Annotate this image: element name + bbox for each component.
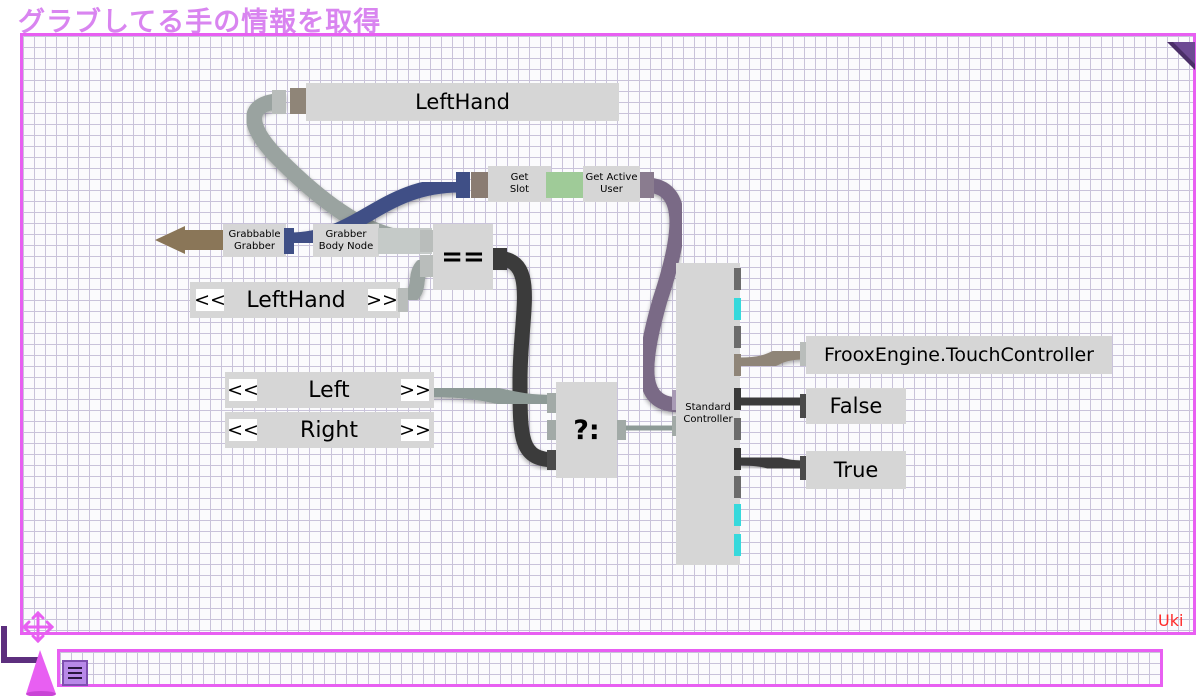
wire-controller-to-true [739, 450, 806, 476]
get-slot-input[interactable] [456, 172, 470, 198]
right-prev-button[interactable]: << [227, 419, 259, 441]
lefthand-top-output[interactable] [290, 88, 306, 114]
corner-triangle-icon[interactable] [1165, 40, 1195, 70]
grabber-body-node[interactable]: Grabber Body Node [313, 224, 379, 257]
touch-controller-input[interactable] [800, 342, 808, 366]
lefthand-prev-button[interactable]: << [194, 289, 226, 311]
controller-output-3[interactable] [734, 326, 741, 348]
equals-node[interactable]: == [433, 224, 493, 290]
left-next-button[interactable]: >> [399, 379, 431, 401]
right-enum-field[interactable] [225, 412, 434, 448]
true-value-node[interactable]: True [806, 451, 906, 489]
get-active-user-node[interactable]: Get Active User [583, 166, 640, 202]
true-node-input[interactable] [800, 456, 808, 480]
conditional-input-false[interactable] [547, 420, 556, 440]
left-enum-field[interactable] [225, 372, 434, 408]
conditional-input-condition[interactable] [547, 450, 556, 470]
controller-output-true[interactable] [734, 448, 741, 470]
equals-input-b[interactable] [420, 255, 433, 277]
conditional-node[interactable]: ?: [556, 382, 617, 478]
equals-input-a[interactable] [420, 230, 433, 252]
wire-controller-to-type [739, 344, 806, 373]
grabbable-grabber-node[interactable]: Grabbable Grabber [223, 224, 286, 257]
controller-output-2[interactable] [734, 298, 741, 320]
wire-user-to-controller [639, 177, 685, 413]
wire-controller-to-false [739, 390, 806, 413]
grabber-output-arrow [155, 226, 185, 254]
lefthand-next-button[interactable]: >> [366, 289, 398, 311]
left-prev-button[interactable]: << [227, 379, 259, 401]
grabbable-grabber-output[interactable] [284, 228, 294, 254]
move-arrows-icon[interactable] [22, 611, 54, 643]
lefthand-top-node[interactable]: LeftHand [306, 83, 619, 121]
right-enum-value: Right [300, 417, 358, 443]
controller-output-10[interactable] [734, 534, 741, 556]
right-next-button[interactable]: >> [399, 419, 431, 441]
lefthand-enum-value: LeftHand [246, 287, 346, 313]
conditional-output[interactable] [617, 420, 626, 440]
menu-button[interactable] [62, 660, 88, 686]
false-value-node[interactable]: False [806, 388, 906, 424]
owner-label: Uki [1158, 611, 1184, 630]
wire-lefthand-to-bodynode [246, 93, 402, 246]
lefthand-top-connector[interactable] [272, 90, 286, 114]
controller-output-8[interactable] [734, 476, 741, 498]
controller-output-6[interactable] [734, 418, 741, 440]
lefthand-enum-field[interactable] [190, 282, 400, 318]
lefthand-enum-output[interactable] [398, 288, 408, 312]
conditional-input-true[interactable] [547, 393, 556, 413]
touch-controller-node[interactable]: FrooxEngine.TouchController [806, 336, 1112, 374]
wire-left-to-conditional [429, 381, 557, 411]
get-active-user-output[interactable] [640, 172, 654, 198]
menu-icon [68, 667, 82, 679]
controller-output-1[interactable] [734, 268, 741, 290]
get-slot-output-left[interactable] [471, 172, 488, 198]
wire-equals-to-conditional [494, 250, 557, 468]
bottom-toolbar[interactable] [57, 649, 1163, 687]
standard-controller-node[interactable]: Standard Controller [676, 263, 740, 565]
equals-output[interactable] [493, 248, 507, 270]
get-slot-node[interactable]: Get Slot [488, 166, 551, 202]
false-node-input[interactable] [800, 394, 808, 418]
get-slot-to-user-connector[interactable] [546, 172, 584, 198]
left-enum-value: Left [308, 377, 350, 403]
corner-bracket-icon [1, 626, 40, 663]
controller-output-type[interactable] [734, 354, 741, 376]
logix-canvas[interactable] [20, 33, 1196, 635]
controller-output-9[interactable] [734, 504, 741, 526]
cone-icon [26, 650, 56, 696]
controller-output-false[interactable] [734, 388, 741, 410]
